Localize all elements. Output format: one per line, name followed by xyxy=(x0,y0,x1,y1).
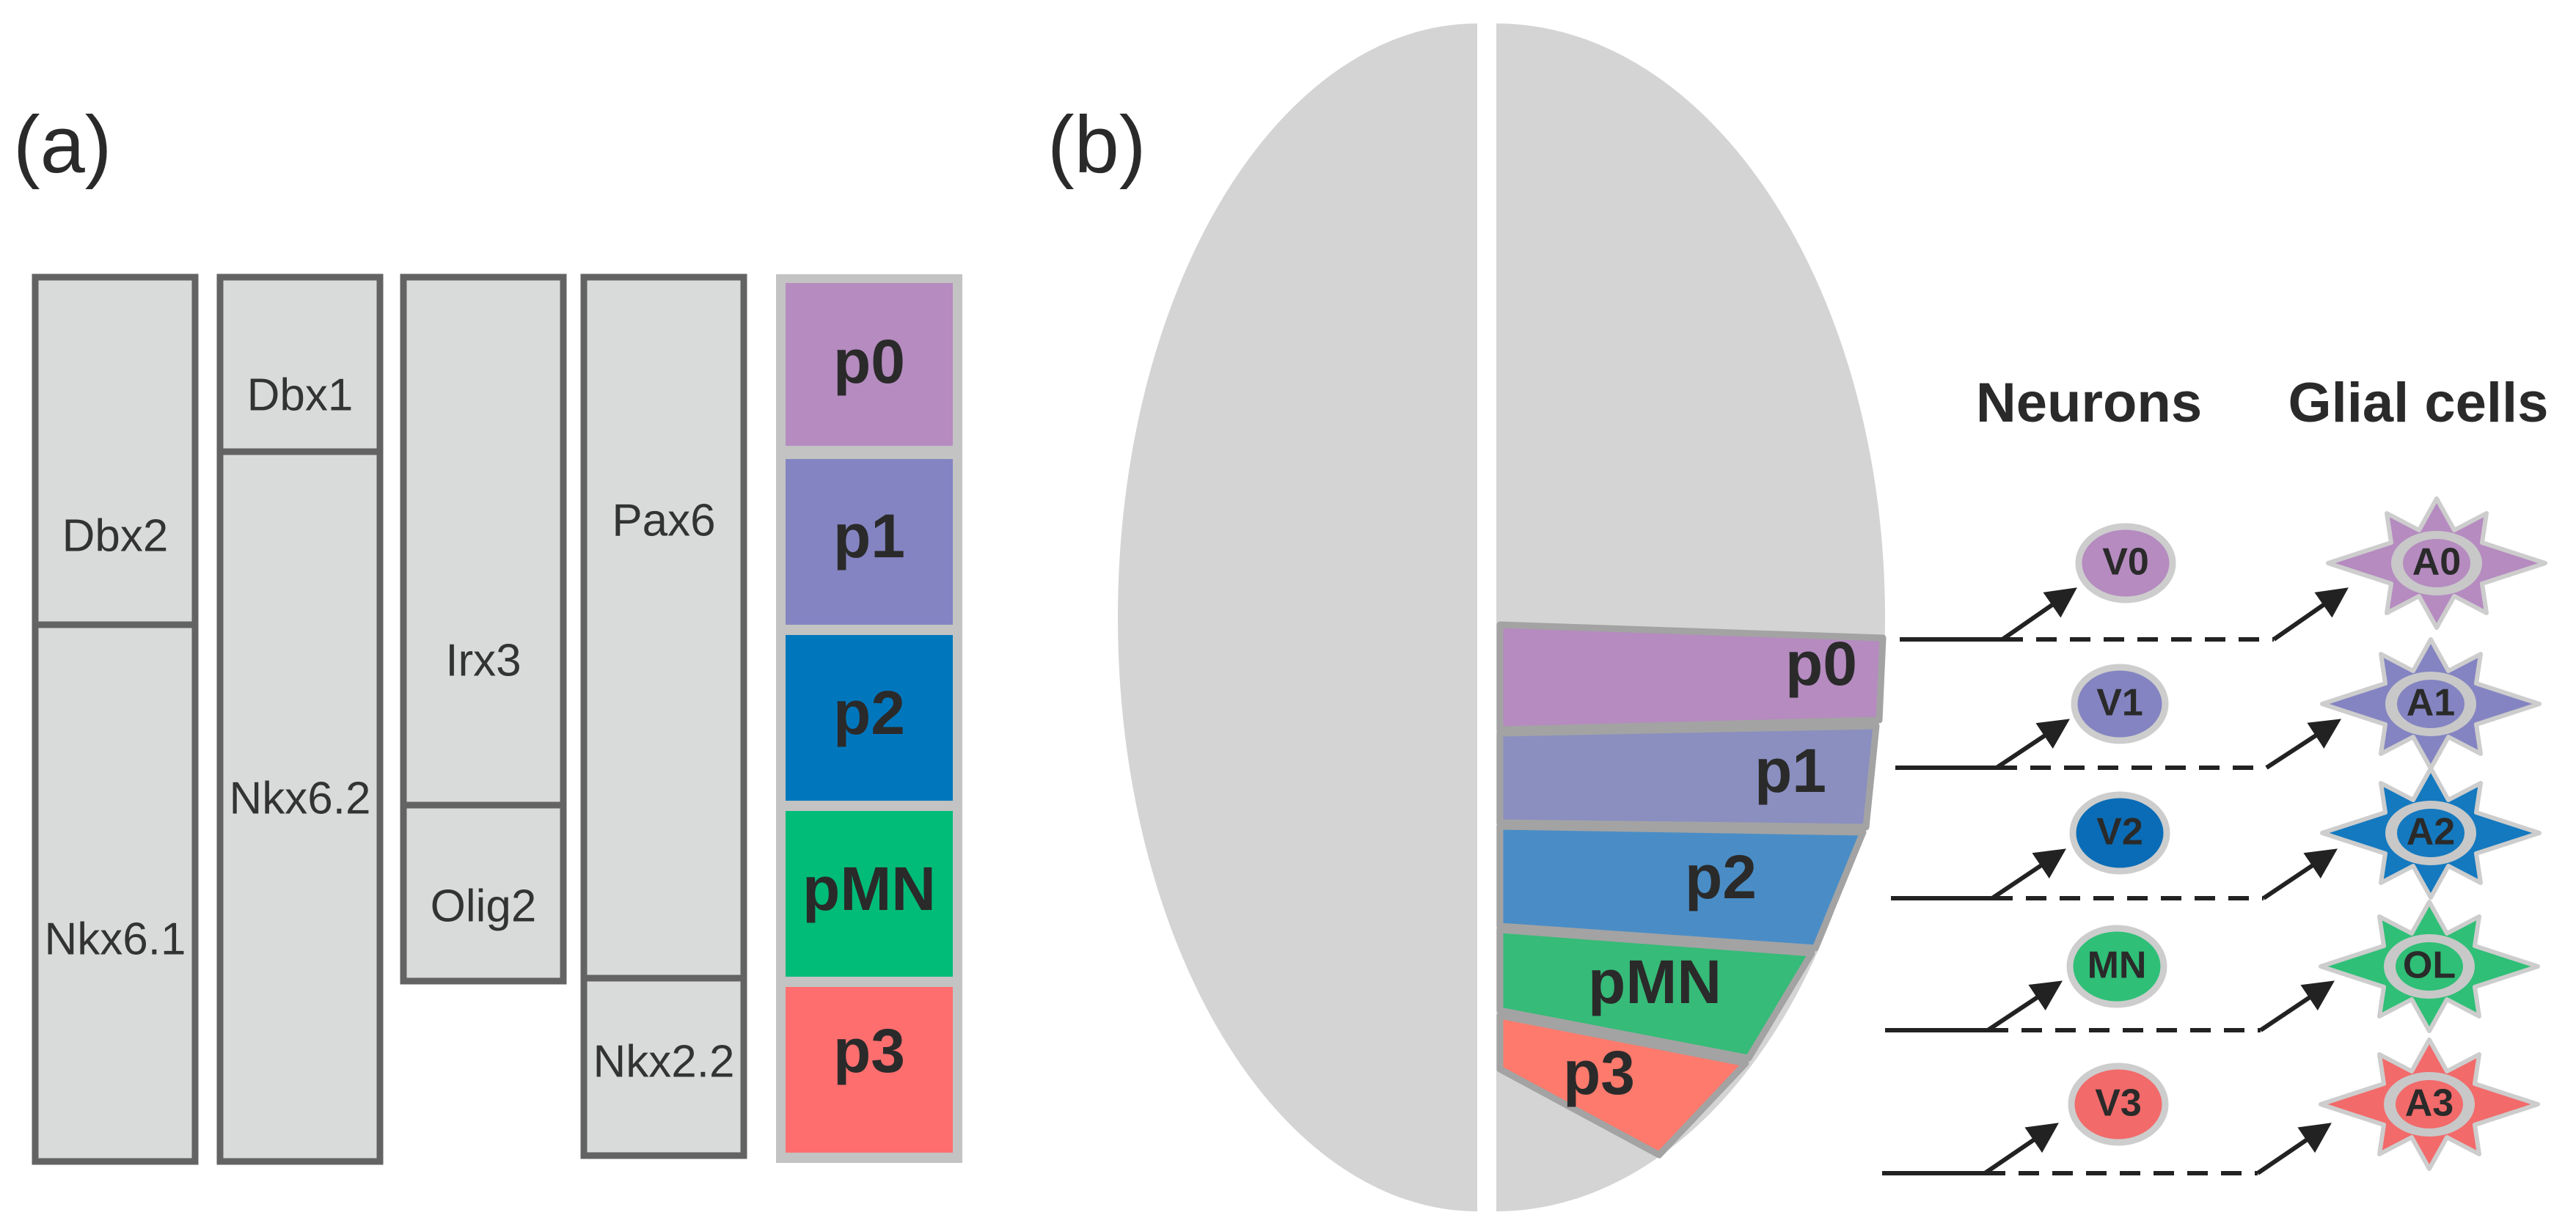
glia-a2-core xyxy=(2397,809,2465,857)
lineage-row-v3: V3 A3 xyxy=(1882,1038,2540,1175)
neuron-v2-cell xyxy=(2069,791,2170,875)
lineage-row-v1: V1 A1 xyxy=(1895,637,2542,771)
arrow-to-neuron-v1 xyxy=(1995,719,2070,770)
arrow-to-glia-ol xyxy=(2259,980,2335,1032)
glia-a0-core xyxy=(2403,539,2470,587)
arrow-to-neuron-v3 xyxy=(1983,1123,2059,1175)
slice-pmn xyxy=(1496,926,1815,1062)
neuron-v3-cell xyxy=(2068,1062,2169,1146)
gene-box-irx3 xyxy=(400,274,567,809)
glia-a0-label: A0 xyxy=(2412,541,2461,584)
panel-b-label: (b) xyxy=(1047,100,1146,190)
gene-label-nkx6-2: Nkx6.2 xyxy=(230,773,371,823)
lineage-row-v2: V2 A2 xyxy=(1891,766,2542,900)
lineage-rows: V0 A0 V1 A1 xyxy=(1882,496,2547,1175)
gene-expression-columns: Dbx2 Nkx6.1 Dbx1 Nkx6.2 Irx3 Olig2 Pax6 … xyxy=(32,274,747,1165)
panel-b: (b) p0 p1 p2 pMN p3 Neurons Glial cells xyxy=(1047,23,2548,1211)
domain-label-p0: p0 xyxy=(833,327,905,396)
gene-box-nkx6-1 xyxy=(32,621,199,1165)
neuron-v1-cell xyxy=(2071,664,2169,744)
slice-p2 xyxy=(1496,823,1867,952)
gene-label-nkx2-2: Nkx2.2 xyxy=(593,1036,735,1087)
gene-label-dbx2: Dbx2 xyxy=(62,510,169,561)
glia-a1-core xyxy=(2397,680,2465,728)
ventral-progenitor-slices: p0 p1 p2 pMN p3 xyxy=(1496,621,1887,1159)
slice-label-p1: p1 xyxy=(1754,736,1826,805)
gene-label-nkx6-1: Nkx6.1 xyxy=(45,914,186,964)
domain-box-p0 xyxy=(786,283,953,446)
neuron-v1-label: V1 xyxy=(2096,682,2143,724)
gene-box-pax6 xyxy=(580,274,747,982)
gene-label-irx3: Irx3 xyxy=(445,635,521,686)
gene-box-nkx6-2 xyxy=(216,448,384,1165)
slice-p0 xyxy=(1496,621,1887,733)
neuron-v0-cell xyxy=(2075,523,2176,603)
glial-cells-header: Glial cells xyxy=(2288,372,2549,434)
glia-a3-core xyxy=(2396,1080,2463,1128)
neural-tube-left-half xyxy=(1118,23,1477,1211)
arrow-to-neuron-v2 xyxy=(1991,848,2066,900)
domain-box-p2 xyxy=(786,635,953,801)
arrow-to-neuron-mn xyxy=(1986,980,2063,1032)
gene-label-dbx1: Dbx1 xyxy=(247,370,354,420)
domain-box-p1 xyxy=(786,459,953,625)
neuron-v3-label: V3 xyxy=(2095,1082,2142,1125)
gene-box-nkx2-2 xyxy=(580,974,747,1159)
progenitor-domain-column: p0 p1 p2 pMN p3 xyxy=(776,274,962,1163)
neuron-v0-label: V0 xyxy=(2102,541,2149,584)
domain-box-p3 xyxy=(786,987,953,1153)
slice-p3 xyxy=(1496,1012,1749,1159)
lineage-row-mn: MN OL xyxy=(1885,900,2540,1033)
glia-ol-core xyxy=(2396,942,2463,991)
arrow-to-glia-a3 xyxy=(2256,1123,2332,1175)
lineage-row-v0: V0 A0 xyxy=(1900,496,2547,642)
gene-box-dbx2 xyxy=(32,274,199,628)
neuron-mn-label: MN xyxy=(2087,944,2147,987)
arrow-to-glia-a0 xyxy=(2272,587,2349,642)
slice-label-pmn: pMN xyxy=(1588,947,1721,1016)
slice-label-p2: p2 xyxy=(1685,843,1757,911)
arrow-to-glia-a2 xyxy=(2262,848,2338,900)
domain-label-p2: p2 xyxy=(833,678,905,747)
glia-a3-label: A3 xyxy=(2405,1082,2454,1125)
domain-label-pmn: pMN xyxy=(802,854,936,923)
neuron-v2-label: V2 xyxy=(2096,811,2143,854)
panel-a-label: (a) xyxy=(13,100,111,190)
glia-ol-label: OL xyxy=(2403,944,2456,987)
domain-box-pmn xyxy=(786,811,953,977)
gene-label-olig2: Olig2 xyxy=(431,881,537,931)
domain-label-p1: p1 xyxy=(833,502,905,570)
glia-a2-label: A2 xyxy=(2407,811,2455,854)
arrow-to-glia-a1 xyxy=(2265,719,2342,770)
neuron-mn-cell xyxy=(2066,925,2167,1008)
slice-label-p3: p3 xyxy=(1563,1038,1635,1107)
slice-label-p0: p0 xyxy=(1785,629,1857,698)
gene-label-pax6: Pax6 xyxy=(612,495,715,546)
domain-label-p3: p3 xyxy=(833,1016,905,1085)
neurons-header: Neurons xyxy=(1976,372,2202,434)
arrow-to-neuron-v0 xyxy=(2001,587,2077,642)
slice-p1 xyxy=(1496,722,1880,831)
panel-a: (a) Dbx2 Nkx6.1 Dbx1 Nkx6.2 Irx3 Olig2 P… xyxy=(13,100,962,1165)
gene-box-olig2 xyxy=(400,801,567,985)
glia-a1-label: A1 xyxy=(2407,682,2455,724)
gene-box-dbx1 xyxy=(216,274,384,455)
